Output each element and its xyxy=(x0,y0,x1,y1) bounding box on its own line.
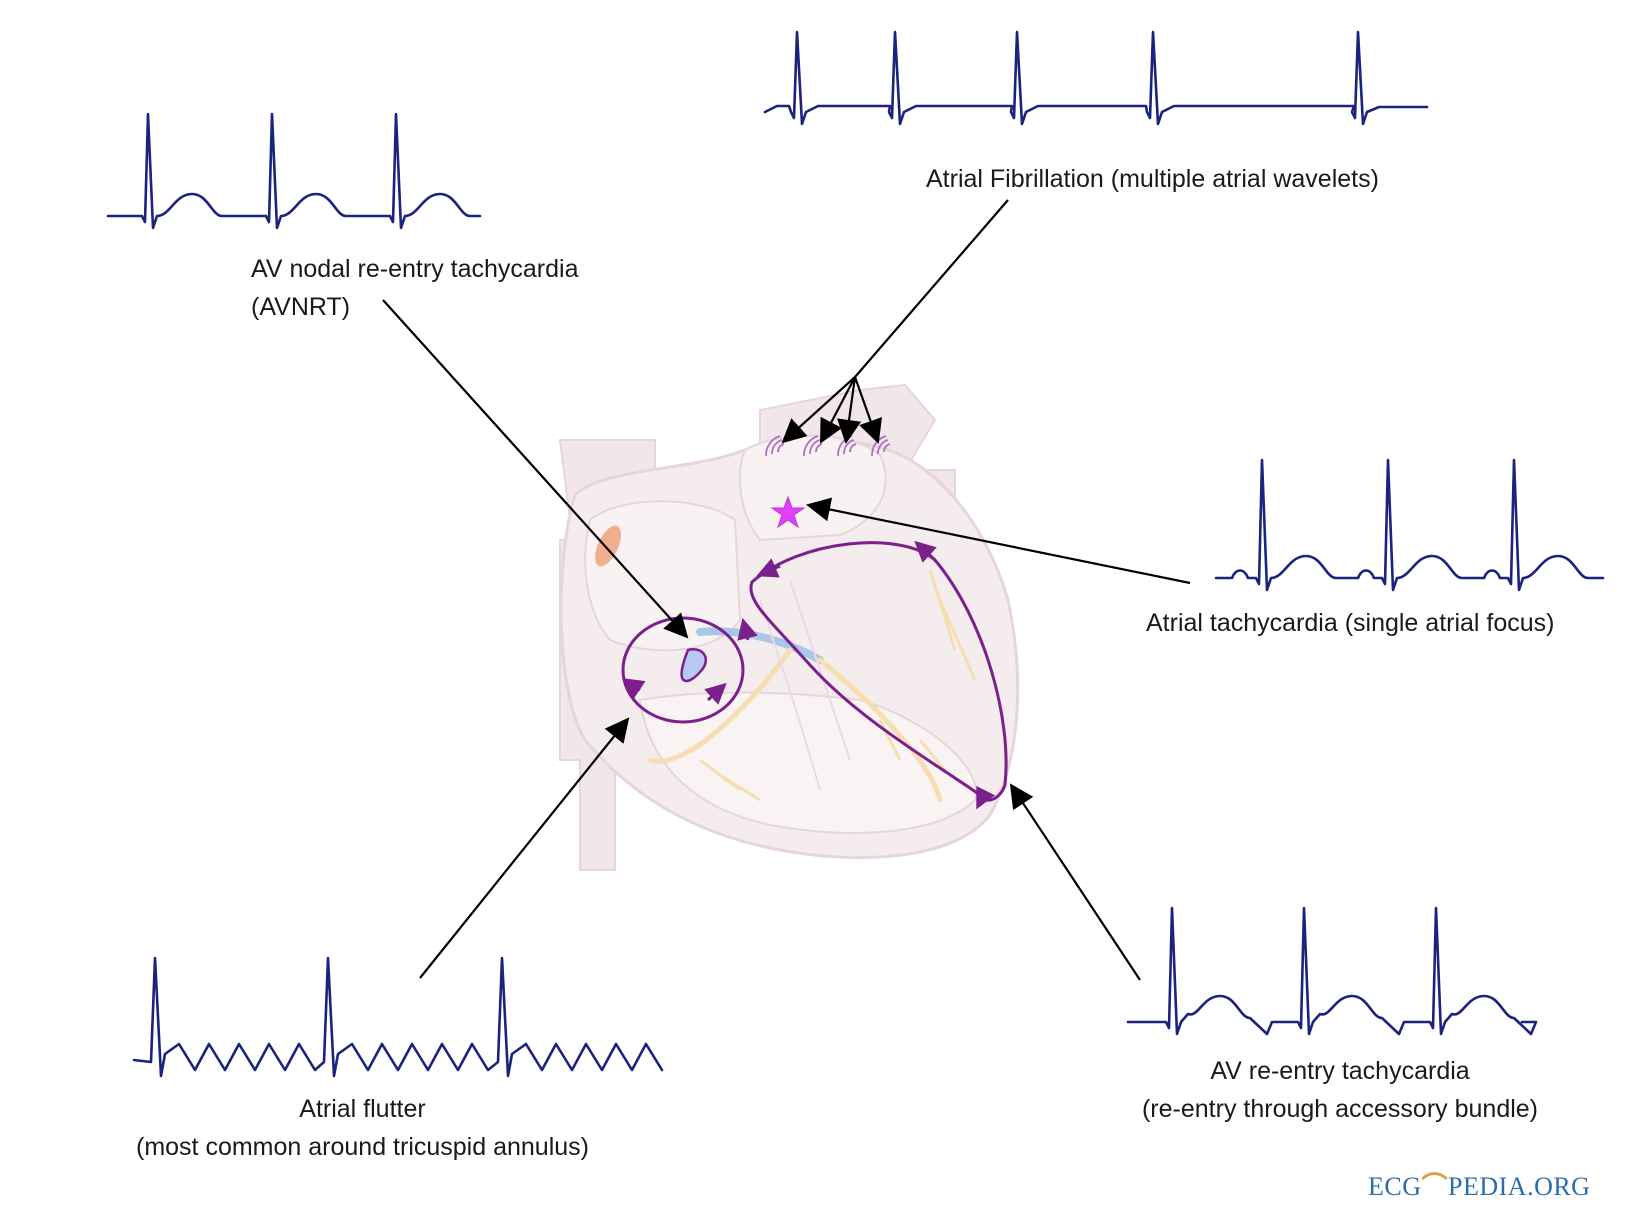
septum-lines xyxy=(759,579,851,791)
ecg-trace-avnrt xyxy=(106,112,482,230)
arrow-atrial-tachycardia xyxy=(806,497,1191,585)
ecgpedia-logo: ECG⌒PEDIA.ORG xyxy=(1368,1166,1590,1203)
pointer-arrows xyxy=(382,199,1191,981)
arrow-afib-1 xyxy=(781,376,856,444)
label-avnrt-line1: AV nodal re-entry tachycardia xyxy=(251,255,579,283)
ecg-trace-afib xyxy=(763,30,1429,126)
label-atrial-tachycardia: Atrial tachycardia (single atrial focus) xyxy=(1146,609,1555,637)
label-avrt: AV re-entry tachycardia (re-entry throug… xyxy=(1080,1052,1600,1128)
right-bundle-branch xyxy=(647,647,793,764)
label-atrial-flutter-line2: (most common around tricuspid annulus) xyxy=(136,1133,589,1161)
label-atrial-flutter-line1: Atrial flutter xyxy=(299,1095,426,1123)
avrt-arrow-2 xyxy=(914,540,937,563)
label-avrt-line1: AV re-entry tachycardia xyxy=(1210,1057,1470,1085)
logo-mark-icon: ⌒ xyxy=(1421,1172,1449,1201)
logo-text-right: PEDIA.ORG xyxy=(1448,1172,1591,1201)
wavelet-2 xyxy=(803,435,823,457)
his-bundle xyxy=(696,627,824,664)
label-atrial-flutter: Atrial flutter (most common around tricu… xyxy=(70,1090,655,1166)
ecg-trace-atrial-tachycardia xyxy=(1214,458,1605,592)
label-avnrt-line2: (AVNRT) xyxy=(251,293,351,321)
avrt-circuit xyxy=(749,541,1008,802)
flutter-arrow-3 xyxy=(737,617,758,641)
arrow-atrial-flutter xyxy=(419,717,630,979)
arrow-afib-2 xyxy=(820,376,856,444)
atrial-focus-star xyxy=(770,495,806,529)
flutter-arrow-2 xyxy=(704,682,727,705)
flutter-arrow-1 xyxy=(622,678,646,699)
label-avrt-line2: (re-entry through accessory bundle) xyxy=(1141,1095,1539,1123)
ecg-trace-avrt xyxy=(1126,906,1538,1036)
left-bundle-branch xyxy=(817,657,943,803)
wavelet-1 xyxy=(765,435,785,457)
avnrt-circuit xyxy=(680,648,707,683)
logo-text-left: ECG xyxy=(1368,1172,1422,1201)
avrt-arrow-3 xyxy=(976,785,996,810)
arrow-avrt xyxy=(1009,783,1141,981)
arrow-afib-stem xyxy=(854,199,1009,378)
right-atrium xyxy=(584,500,742,652)
label-afib: Atrial Fibrillation (multiple atrial wav… xyxy=(926,165,1379,193)
label-avnrt: AV nodal re-entry tachycardia (AVNRT) xyxy=(251,250,578,326)
arrow-afib-3 xyxy=(837,376,862,444)
fibrillation-wavelets xyxy=(765,435,891,457)
arrow-avnrt xyxy=(382,299,689,639)
arrow-afib-4 xyxy=(853,376,883,444)
purkinje-fibers xyxy=(699,569,977,802)
heart-illustration xyxy=(558,383,1020,871)
avrt-arrow-1 xyxy=(756,558,781,578)
ecg-trace-atrial-flutter xyxy=(132,956,664,1078)
sa-node xyxy=(595,525,621,567)
